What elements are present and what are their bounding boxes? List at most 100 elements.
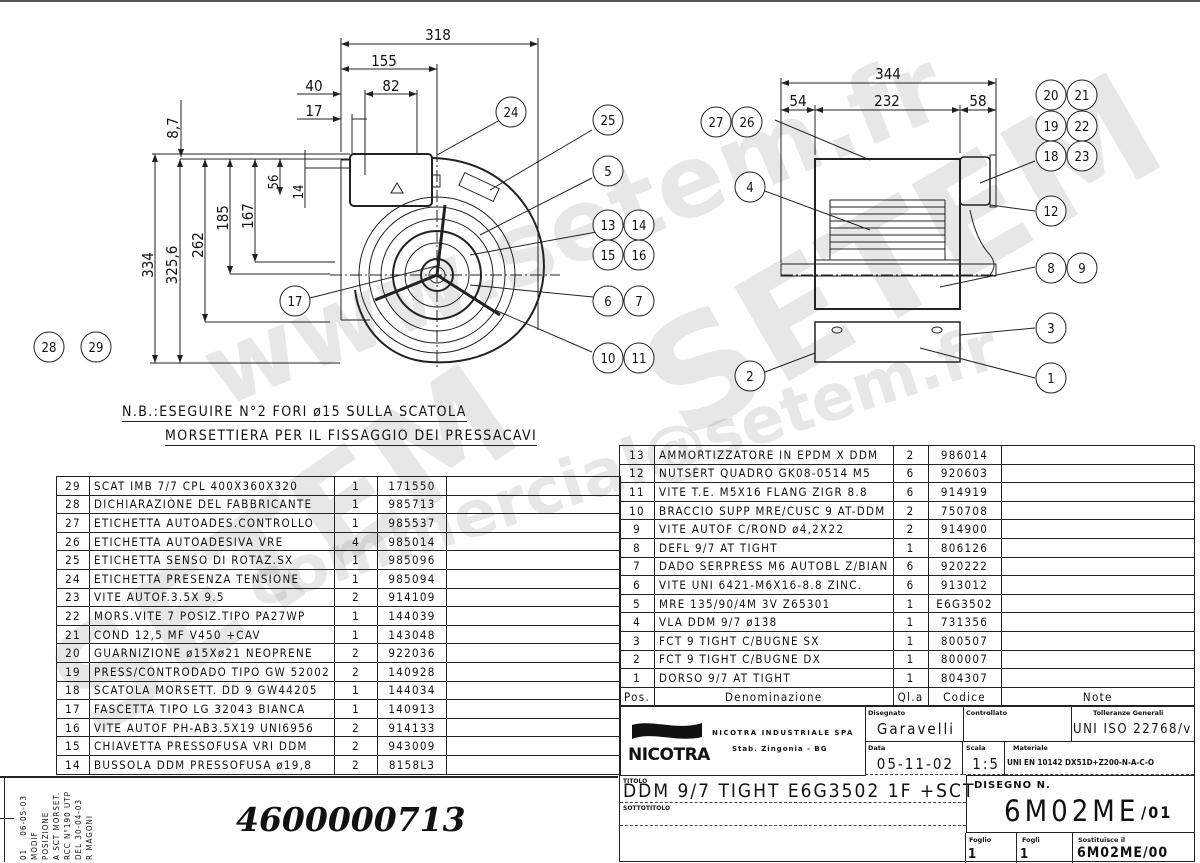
date-value: 05-11-02 xyxy=(876,755,954,773)
bom-quantity: 2 xyxy=(334,717,379,738)
dim-262: 262 xyxy=(189,232,207,258)
bom-description: AMMORTIZZATORE IN EPDM X DDM xyxy=(654,445,894,465)
dim-54: 54 xyxy=(789,92,806,110)
balloon-6: 6 xyxy=(592,285,624,317)
bom-note xyxy=(1000,630,1196,651)
bom-quantity: 1 xyxy=(334,699,379,719)
bom-description: FCT 9 TIGHT C/BUGNE DX xyxy=(654,649,894,670)
bom-code: 985014 xyxy=(377,531,448,552)
svg-text:29: 29 xyxy=(89,341,104,356)
order-number: 4600000713 xyxy=(236,800,466,839)
balloon-27: 27 xyxy=(700,106,732,138)
bom-quantity: 1 xyxy=(892,649,929,670)
bom-note xyxy=(446,680,621,701)
bom-pos: 19 xyxy=(56,661,90,682)
company-cell: NICOTRA NICOTRA INDUSTRIALE SPA Stab. Zi… xyxy=(620,707,866,776)
bom-quantity: 2 xyxy=(334,643,379,663)
bom-pos: 29 xyxy=(56,476,90,496)
bom-description: CHIAVETTA PRESSOFUSA VRI DDM xyxy=(88,736,336,756)
bom-note xyxy=(1000,612,1196,632)
nicotra-logo-icon xyxy=(632,723,702,739)
bom-header-desc: Denominazione xyxy=(654,686,894,707)
bom-description: DEFL 9/7 AT TIGHT xyxy=(654,537,894,558)
svg-text:16: 16 xyxy=(632,249,647,264)
revision-block-left-border xyxy=(4,776,5,862)
bom-note xyxy=(1000,593,1196,614)
bom-pos: 13 xyxy=(618,445,656,465)
svg-text:26: 26 xyxy=(740,116,755,131)
dim-318: 318 xyxy=(425,26,451,44)
bom-code: 913012 xyxy=(927,575,1002,595)
bom-quantity: 1 xyxy=(334,624,379,645)
svg-text:17: 17 xyxy=(288,295,303,310)
bom-quantity: 6 xyxy=(892,575,929,595)
balloon-9: 9 xyxy=(1066,252,1098,284)
bom-description: VITE AUTOF.3.5X 9.5 xyxy=(88,587,336,608)
technical-drawing: 318 155 40 82 17 8,7 334 325,6 262 185 1… xyxy=(33,26,1098,394)
bom-pos: 22 xyxy=(56,606,90,626)
bom-code: 985096 xyxy=(377,550,448,570)
bom-description: FASCETTA TIPO LG 32043 BIANCA xyxy=(88,699,336,719)
bom-header-qty: Ql.a xyxy=(892,686,929,707)
date-label: Data xyxy=(868,744,886,752)
bom-note xyxy=(446,643,621,663)
bom-pos: 10 xyxy=(618,500,656,521)
bom-pos: 6 xyxy=(618,575,656,595)
bom-description: SCATOLA MORSETT. DD 9 GW44205 xyxy=(88,680,336,701)
bom-description: DICHIARAZIONE DEL FABBRICANTE xyxy=(88,494,336,515)
bom-quantity: 1 xyxy=(892,612,929,632)
bom-header-note: Note xyxy=(1000,686,1196,707)
title-cell: TITOLO DDM 9/7 TIGHT E6G3502 1F +SCT SOT… xyxy=(620,775,973,833)
balloon-29: 29 xyxy=(80,331,112,363)
svg-text:5: 5 xyxy=(604,165,611,180)
drawing-number: 6M02ME xyxy=(1004,794,1140,828)
balloon-28: 28 xyxy=(33,331,65,363)
bom-description: GUARNIZIONE ø15Xø21 NEOPRENE xyxy=(88,643,336,663)
subtitle-line xyxy=(620,825,966,826)
dim-325-6: 325,6 xyxy=(163,246,181,285)
dim-8-7: 8,7 xyxy=(164,117,182,138)
sheets-value: 1 xyxy=(1020,847,1029,862)
balloon-12: 12 xyxy=(1035,195,1067,227)
bom-description: MORS.VITE 7 POSIZ.TIPO PA27WP xyxy=(88,606,336,626)
bom-pos: 20 xyxy=(56,643,90,663)
bom-quantity: 1 xyxy=(892,668,929,688)
bom-description: SCAT IMB 7/7 CPL 400X360X320 xyxy=(88,476,336,496)
title-value: DDM 9/7 TIGHT E6G3502 1F +SCT xyxy=(620,780,973,803)
svg-text:13: 13 xyxy=(601,219,616,234)
bom-description: VITE UNI 6421-M6X16-8.8 ZINC. xyxy=(654,575,894,595)
bom-description: PRESS/CONTRODADO TIPO GW 52002 xyxy=(88,661,336,682)
bom-code: 800507 xyxy=(927,630,1002,651)
bom-pos: 26 xyxy=(56,531,90,552)
bom-code: 8158L3 xyxy=(377,754,448,775)
bom-code: 914900 xyxy=(927,519,1002,539)
bom-pos: 8 xyxy=(618,537,656,558)
bom-note xyxy=(446,661,621,682)
revision-line-5: R MAGONI xyxy=(85,814,94,860)
balloon-4: 4 xyxy=(734,171,766,203)
svg-text:19: 19 xyxy=(1044,120,1059,135)
bom-pos: 17 xyxy=(56,699,90,719)
bom-description: VITE T.E. M5X16 FLANG ZIGR 8.8 xyxy=(654,482,894,502)
svg-text:21: 21 xyxy=(1075,89,1090,104)
tolerance-cell: Tolleranze Generali UNI ISO 22768/v xyxy=(1071,707,1194,742)
bom-note xyxy=(1000,556,1196,577)
bom-note xyxy=(446,606,621,626)
svg-text:24: 24 xyxy=(504,106,519,121)
bom-code: 806126 xyxy=(927,537,1002,558)
dim-58: 58 xyxy=(969,92,986,110)
svg-text:23: 23 xyxy=(1075,150,1090,165)
bom-note xyxy=(1000,463,1196,484)
bom-pos: 16 xyxy=(56,717,90,738)
bom-description: ETICHETTA SENSO DI ROTAZ.SX xyxy=(88,550,336,570)
bom-pos: 27 xyxy=(56,513,90,533)
checked-label: Controllato xyxy=(966,709,1008,717)
bom-pos: 2 xyxy=(618,649,656,670)
tolerance-label: Tolleranze Generali xyxy=(1093,709,1164,717)
balloon-23: 23 xyxy=(1066,140,1098,172)
